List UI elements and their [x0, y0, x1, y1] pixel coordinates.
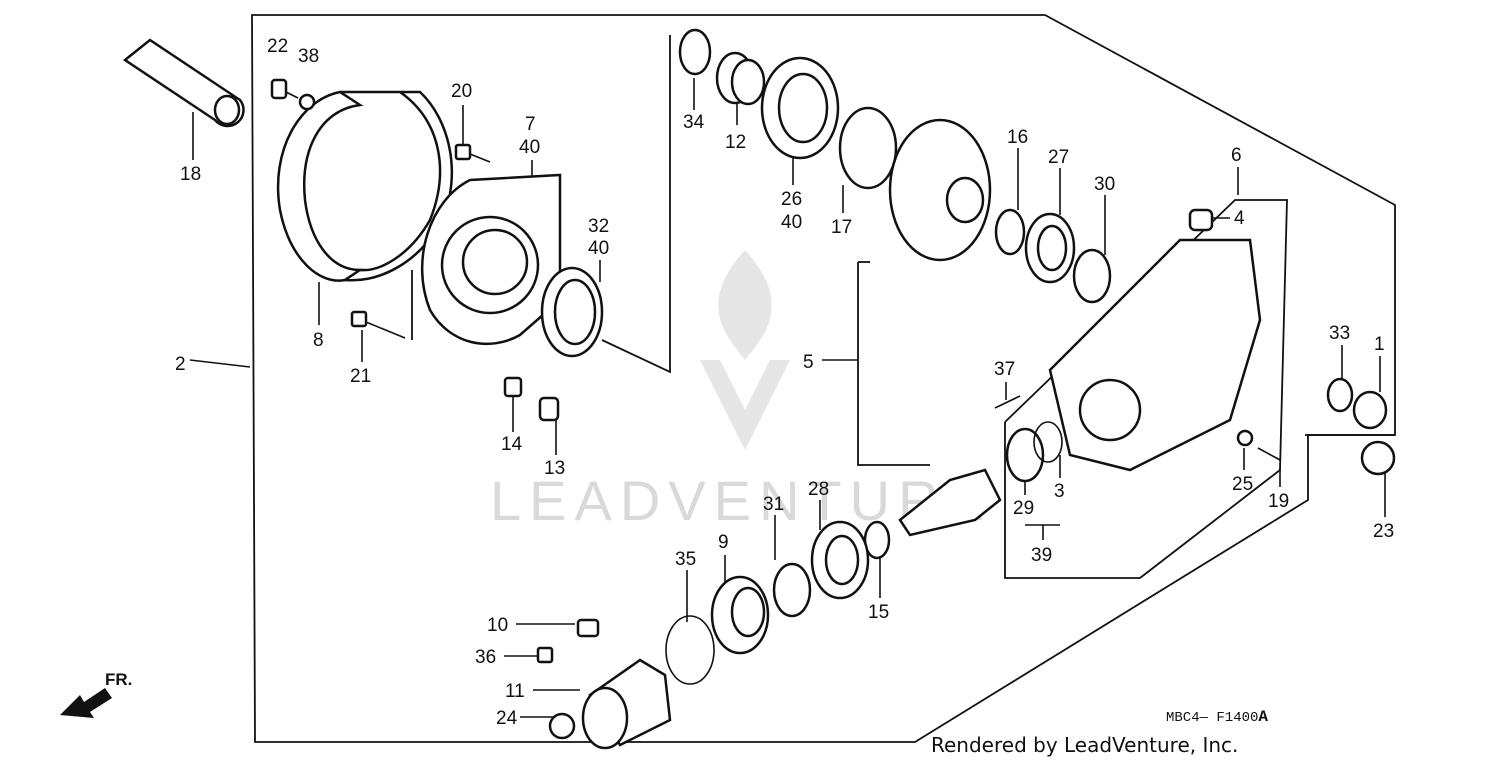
label-13: 13	[544, 458, 565, 479]
part-24-nut	[548, 712, 576, 740]
label-40-a: 40	[519, 137, 540, 158]
part-9-nut	[710, 575, 770, 655]
callout-labels: 22 38 18 20 7 40 34 12 26 40 17 16 27 30…	[175, 36, 1394, 729]
part-30-seal	[1072, 248, 1112, 304]
part-13-cap	[538, 396, 560, 422]
part-16-shim	[994, 208, 1026, 256]
part-gear	[888, 118, 992, 262]
part-23-nut	[1360, 440, 1396, 476]
part-21-bolt	[350, 310, 406, 339]
diagram-code-main: MBC4— F1400	[1166, 710, 1258, 726]
label-8: 8	[313, 330, 324, 351]
part-7-panel	[421, 173, 562, 346]
part-31-seal	[772, 562, 812, 618]
label-25: 25	[1232, 474, 1253, 495]
part-35-ring	[665, 615, 715, 685]
label-22: 22	[267, 36, 288, 57]
label-20: 20	[451, 81, 472, 102]
label-9: 9	[718, 532, 729, 553]
label-28: 28	[808, 479, 829, 500]
part-8-brake-shoe	[276, 90, 454, 282]
diagram-code-suffix: A	[1258, 708, 1268, 726]
part-28-bearing	[810, 520, 870, 600]
part-19-bolt	[1257, 447, 1281, 461]
part-18-pin	[122, 38, 245, 128]
label-40-c: 40	[588, 238, 609, 259]
part-34-ring	[678, 28, 712, 76]
label-23: 23	[1373, 521, 1394, 542]
label-27: 27	[1048, 147, 1069, 168]
label-32: 32	[588, 216, 609, 237]
label-36: 36	[475, 647, 496, 668]
part-36-bolt	[536, 646, 554, 664]
part-26-bearing	[760, 56, 840, 160]
label-30: 30	[1094, 174, 1115, 195]
diagram-code: MBC4— F1400A	[1166, 708, 1268, 726]
part-14-nut	[503, 376, 523, 398]
label-4: 4	[1234, 208, 1245, 229]
leader-lines	[189, 78, 1386, 718]
label-1: 1	[1374, 334, 1385, 355]
part-25-washer	[1236, 429, 1254, 447]
label-10: 10	[487, 615, 508, 636]
label-15: 15	[868, 602, 889, 623]
label-34: 34	[683, 112, 705, 133]
label-26: 26	[781, 189, 802, 210]
part-11-sleeve	[581, 658, 672, 750]
label-38: 38	[298, 46, 319, 67]
part-3-ring	[1033, 421, 1063, 463]
part-20-bolt	[454, 143, 491, 163]
part-33-washer	[1326, 377, 1354, 413]
part-22-bolt	[270, 78, 299, 100]
label-29: 29	[1013, 498, 1034, 519]
label-12: 12	[725, 132, 746, 153]
label-21: 21	[350, 366, 371, 387]
label-16: 16	[1007, 127, 1028, 148]
label-7: 7	[525, 114, 536, 135]
part-12-collar	[715, 51, 766, 106]
label-35: 35	[675, 549, 696, 570]
label-6: 6	[1231, 145, 1242, 166]
part-10-pin	[576, 618, 600, 638]
part-32-seal	[540, 266, 604, 358]
label-11: 11	[505, 681, 525, 702]
front-direction-arrow: FR.	[60, 670, 132, 718]
label-31: 31	[763, 494, 784, 515]
label-37: 37	[994, 359, 1015, 380]
render-credit: Rendered by LeadVenture, Inc.	[931, 733, 1238, 757]
label-14: 14	[501, 434, 523, 455]
label-19: 19	[1268, 491, 1289, 512]
label-17: 17	[831, 217, 852, 238]
part-6-housing	[1048, 238, 1262, 472]
label-33: 33	[1329, 323, 1350, 344]
label-5: 5	[803, 352, 814, 373]
part-38-washer	[298, 93, 316, 111]
part-4-cap	[1188, 208, 1214, 232]
part-27-bearing	[1024, 212, 1076, 284]
direction-label: FR.	[105, 670, 132, 689]
label-2: 2	[175, 354, 186, 375]
part-17-ring	[838, 106, 898, 190]
part-pinion	[898, 468, 1002, 537]
label-40-b: 40	[781, 212, 802, 233]
label-24: 24	[496, 708, 518, 729]
part-1-plug	[1352, 390, 1388, 430]
label-39: 39	[1031, 545, 1052, 566]
label-3: 3	[1054, 481, 1065, 502]
part-37-stud	[994, 395, 1021, 409]
label-18: 18	[180, 164, 201, 185]
